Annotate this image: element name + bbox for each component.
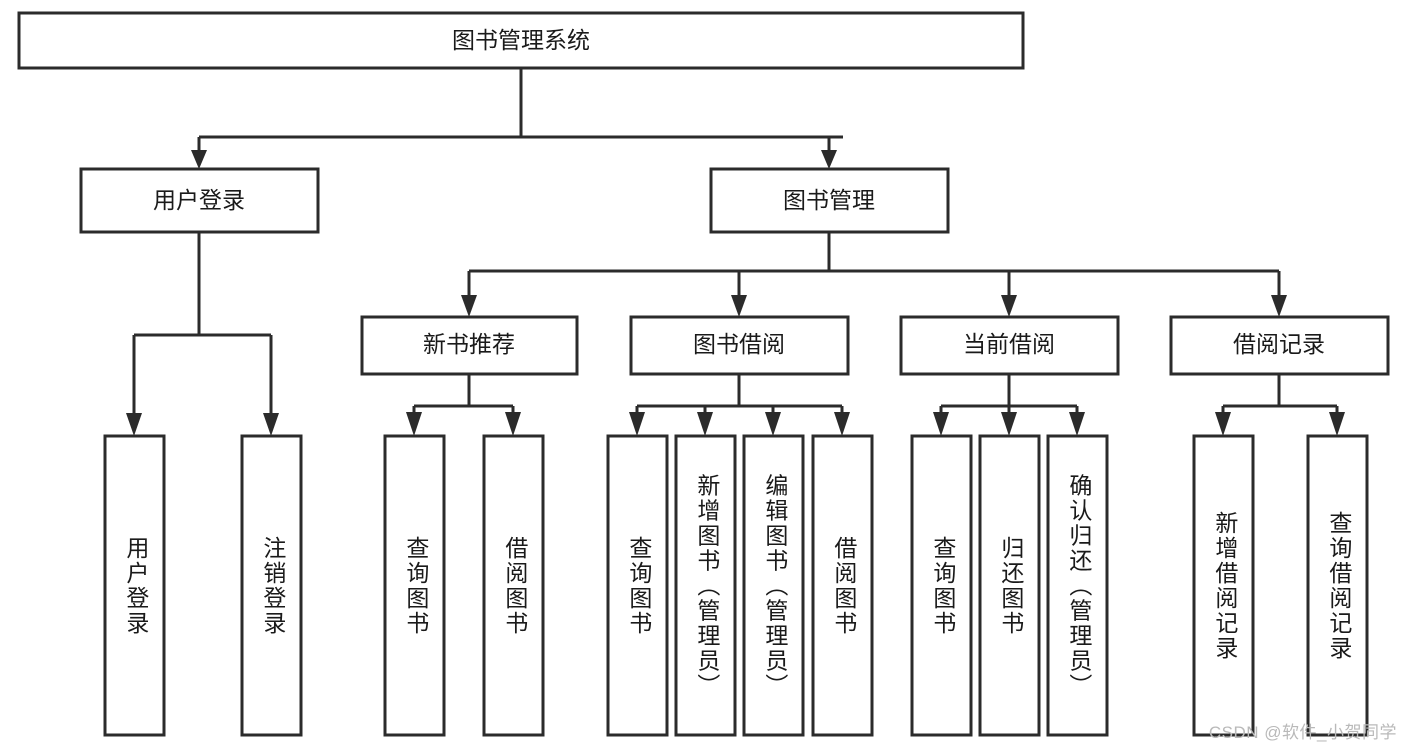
- arrow-to-leaf-user-login: [126, 413, 142, 436]
- node-leaf-br-query-record-box[interactable]: [1306, 434, 1369, 737]
- arrow-to-leaf-bb-edit: [765, 412, 781, 436]
- arrow-to-leaf-newbook-query: [406, 412, 422, 436]
- node-leaf-cb-confirm-return-label: 确认归还（管理员）: [1066, 474, 1093, 699]
- node-leaf-cb-return-book[interactable]: 归还图书: [978, 434, 1041, 737]
- node-leaf-nb-borrow-book-box[interactable]: [482, 434, 545, 737]
- node-user-login-box[interactable]: [79, 167, 320, 234]
- node-leaf-logout[interactable]: 注销登录: [240, 434, 303, 737]
- node-leaf-br-add-record[interactable]: 新增借阅记录: [1192, 434, 1255, 737]
- arrow-to-book-borrow: [731, 295, 747, 317]
- arrow-to-borrow-record: [1271, 295, 1287, 317]
- node-leaf-bb-borrow-book-box[interactable]: [811, 434, 874, 737]
- arrow-to-leaf-bb-query: [629, 412, 645, 436]
- arrow-to-leaf-newbook-borrow: [505, 412, 521, 436]
- node-current-borrow-label: 当前借阅: [963, 331, 1055, 357]
- node-leaf-bb-add-book[interactable]: 新增图书（管理员）: [674, 434, 737, 737]
- node-borrow-record-label: 借阅记录: [1233, 331, 1325, 357]
- node-leaf-nb-query-book-label: 查询图书: [403, 536, 430, 636]
- node-user-login-label: 用户登录: [153, 187, 245, 213]
- node-leaf-cb-confirm-return[interactable]: 确认归还（管理员）: [1046, 434, 1109, 737]
- node-leaf-logout-box[interactable]: [240, 434, 303, 737]
- node-leaf-bb-borrow-book-label: 借阅图书: [831, 536, 858, 636]
- node-leaf-nb-borrow-book[interactable]: 借阅图书: [482, 434, 545, 737]
- arrow-to-leaf-br-add: [1215, 412, 1231, 436]
- arrow-to-leaf-br-query: [1329, 412, 1345, 436]
- node-borrow-record-box[interactable]: [1169, 315, 1390, 376]
- node-current-borrow-box[interactable]: [899, 315, 1120, 376]
- arrow-to-leaf-cb-confirm: [1069, 412, 1085, 436]
- node-leaf-bb-add-book-label: 新增图书（管理员）: [694, 474, 721, 699]
- node-book-borrow-label: 图书借阅: [693, 331, 785, 357]
- edges-layer: [126, 68, 1345, 436]
- node-current-borrow[interactable]: 当前借阅: [899, 315, 1120, 376]
- arrow-to-leaf-bb-add: [697, 412, 713, 436]
- node-root-label: 图书管理系统: [452, 27, 590, 53]
- node-leaf-bb-edit-book-box[interactable]: [742, 434, 805, 737]
- node-book-manage-box[interactable]: [709, 167, 950, 234]
- node-leaf-logout-label: 注销登录: [260, 536, 287, 636]
- node-root[interactable]: 图书管理系统: [17, 11, 1025, 70]
- node-leaf-cb-confirm-return-box[interactable]: [1046, 434, 1109, 737]
- node-leaf-br-query-record-label: 查询借阅记录: [1326, 511, 1353, 661]
- node-leaf-nb-borrow-book-label: 借阅图书: [502, 536, 529, 636]
- node-leaf-cb-return-book-label: 归还图书: [998, 536, 1025, 636]
- node-leaf-bb-add-book-box[interactable]: [674, 434, 737, 737]
- node-leaf-bb-edit-book[interactable]: 编辑图书（管理员）: [742, 434, 805, 737]
- node-book-manage[interactable]: 图书管理: [709, 167, 950, 234]
- node-leaf-nb-query-book[interactable]: 查询图书: [383, 434, 446, 737]
- arrow-to-leaf-bb-borrow: [834, 412, 850, 436]
- arrow-to-leaf-cb-return: [1001, 412, 1017, 436]
- node-leaf-br-add-record-box[interactable]: [1192, 434, 1255, 737]
- node-leaf-user-login[interactable]: 用户登录: [103, 434, 166, 737]
- node-new-book-recommend[interactable]: 新书推荐: [360, 315, 579, 376]
- node-leaf-br-add-record-label: 新增借阅记录: [1212, 511, 1239, 661]
- node-leaf-user-login-label: 用户登录: [123, 536, 150, 636]
- node-leaf-bb-query-book-box[interactable]: [606, 434, 669, 737]
- arrow-to-current-borrow: [1001, 295, 1017, 317]
- node-leaf-bb-edit-book-label: 编辑图书（管理员）: [762, 474, 789, 699]
- node-leaf-bb-query-book[interactable]: 查询图书: [606, 434, 669, 737]
- node-leaf-cb-return-book-box[interactable]: [978, 434, 1041, 737]
- node-leaf-bb-borrow-book[interactable]: 借阅图书: [811, 434, 874, 737]
- node-leaf-br-query-record[interactable]: 查询借阅记录: [1306, 434, 1369, 737]
- node-root-box[interactable]: [17, 11, 1025, 70]
- arrow-to-leaf-cb-query: [933, 412, 949, 436]
- node-leaf-cb-query-book[interactable]: 查询图书: [910, 434, 973, 737]
- arrow-to-user-login: [191, 150, 207, 169]
- node-book-borrow[interactable]: 图书借阅: [629, 315, 850, 376]
- arrow-to-leaf-logout: [263, 413, 279, 436]
- node-book-borrow-box[interactable]: [629, 315, 850, 376]
- node-leaf-user-login-box[interactable]: [103, 434, 166, 737]
- node-new-book-recommend-label: 新书推荐: [423, 331, 515, 357]
- node-leaf-cb-query-book-box[interactable]: [910, 434, 973, 737]
- node-leaf-cb-query-book-label: 查询图书: [930, 536, 957, 636]
- node-borrow-record[interactable]: 借阅记录: [1169, 315, 1390, 376]
- node-leaf-bb-query-book-label: 查询图书: [626, 536, 653, 636]
- node-new-book-recommend-box[interactable]: [360, 315, 579, 376]
- arrow-to-new-book-recommend: [461, 295, 477, 317]
- node-leaf-nb-query-book-box[interactable]: [383, 434, 446, 737]
- arrow-to-book-manage: [821, 150, 837, 169]
- node-user-login[interactable]: 用户登录: [79, 167, 320, 234]
- node-book-manage-label: 图书管理: [783, 187, 875, 213]
